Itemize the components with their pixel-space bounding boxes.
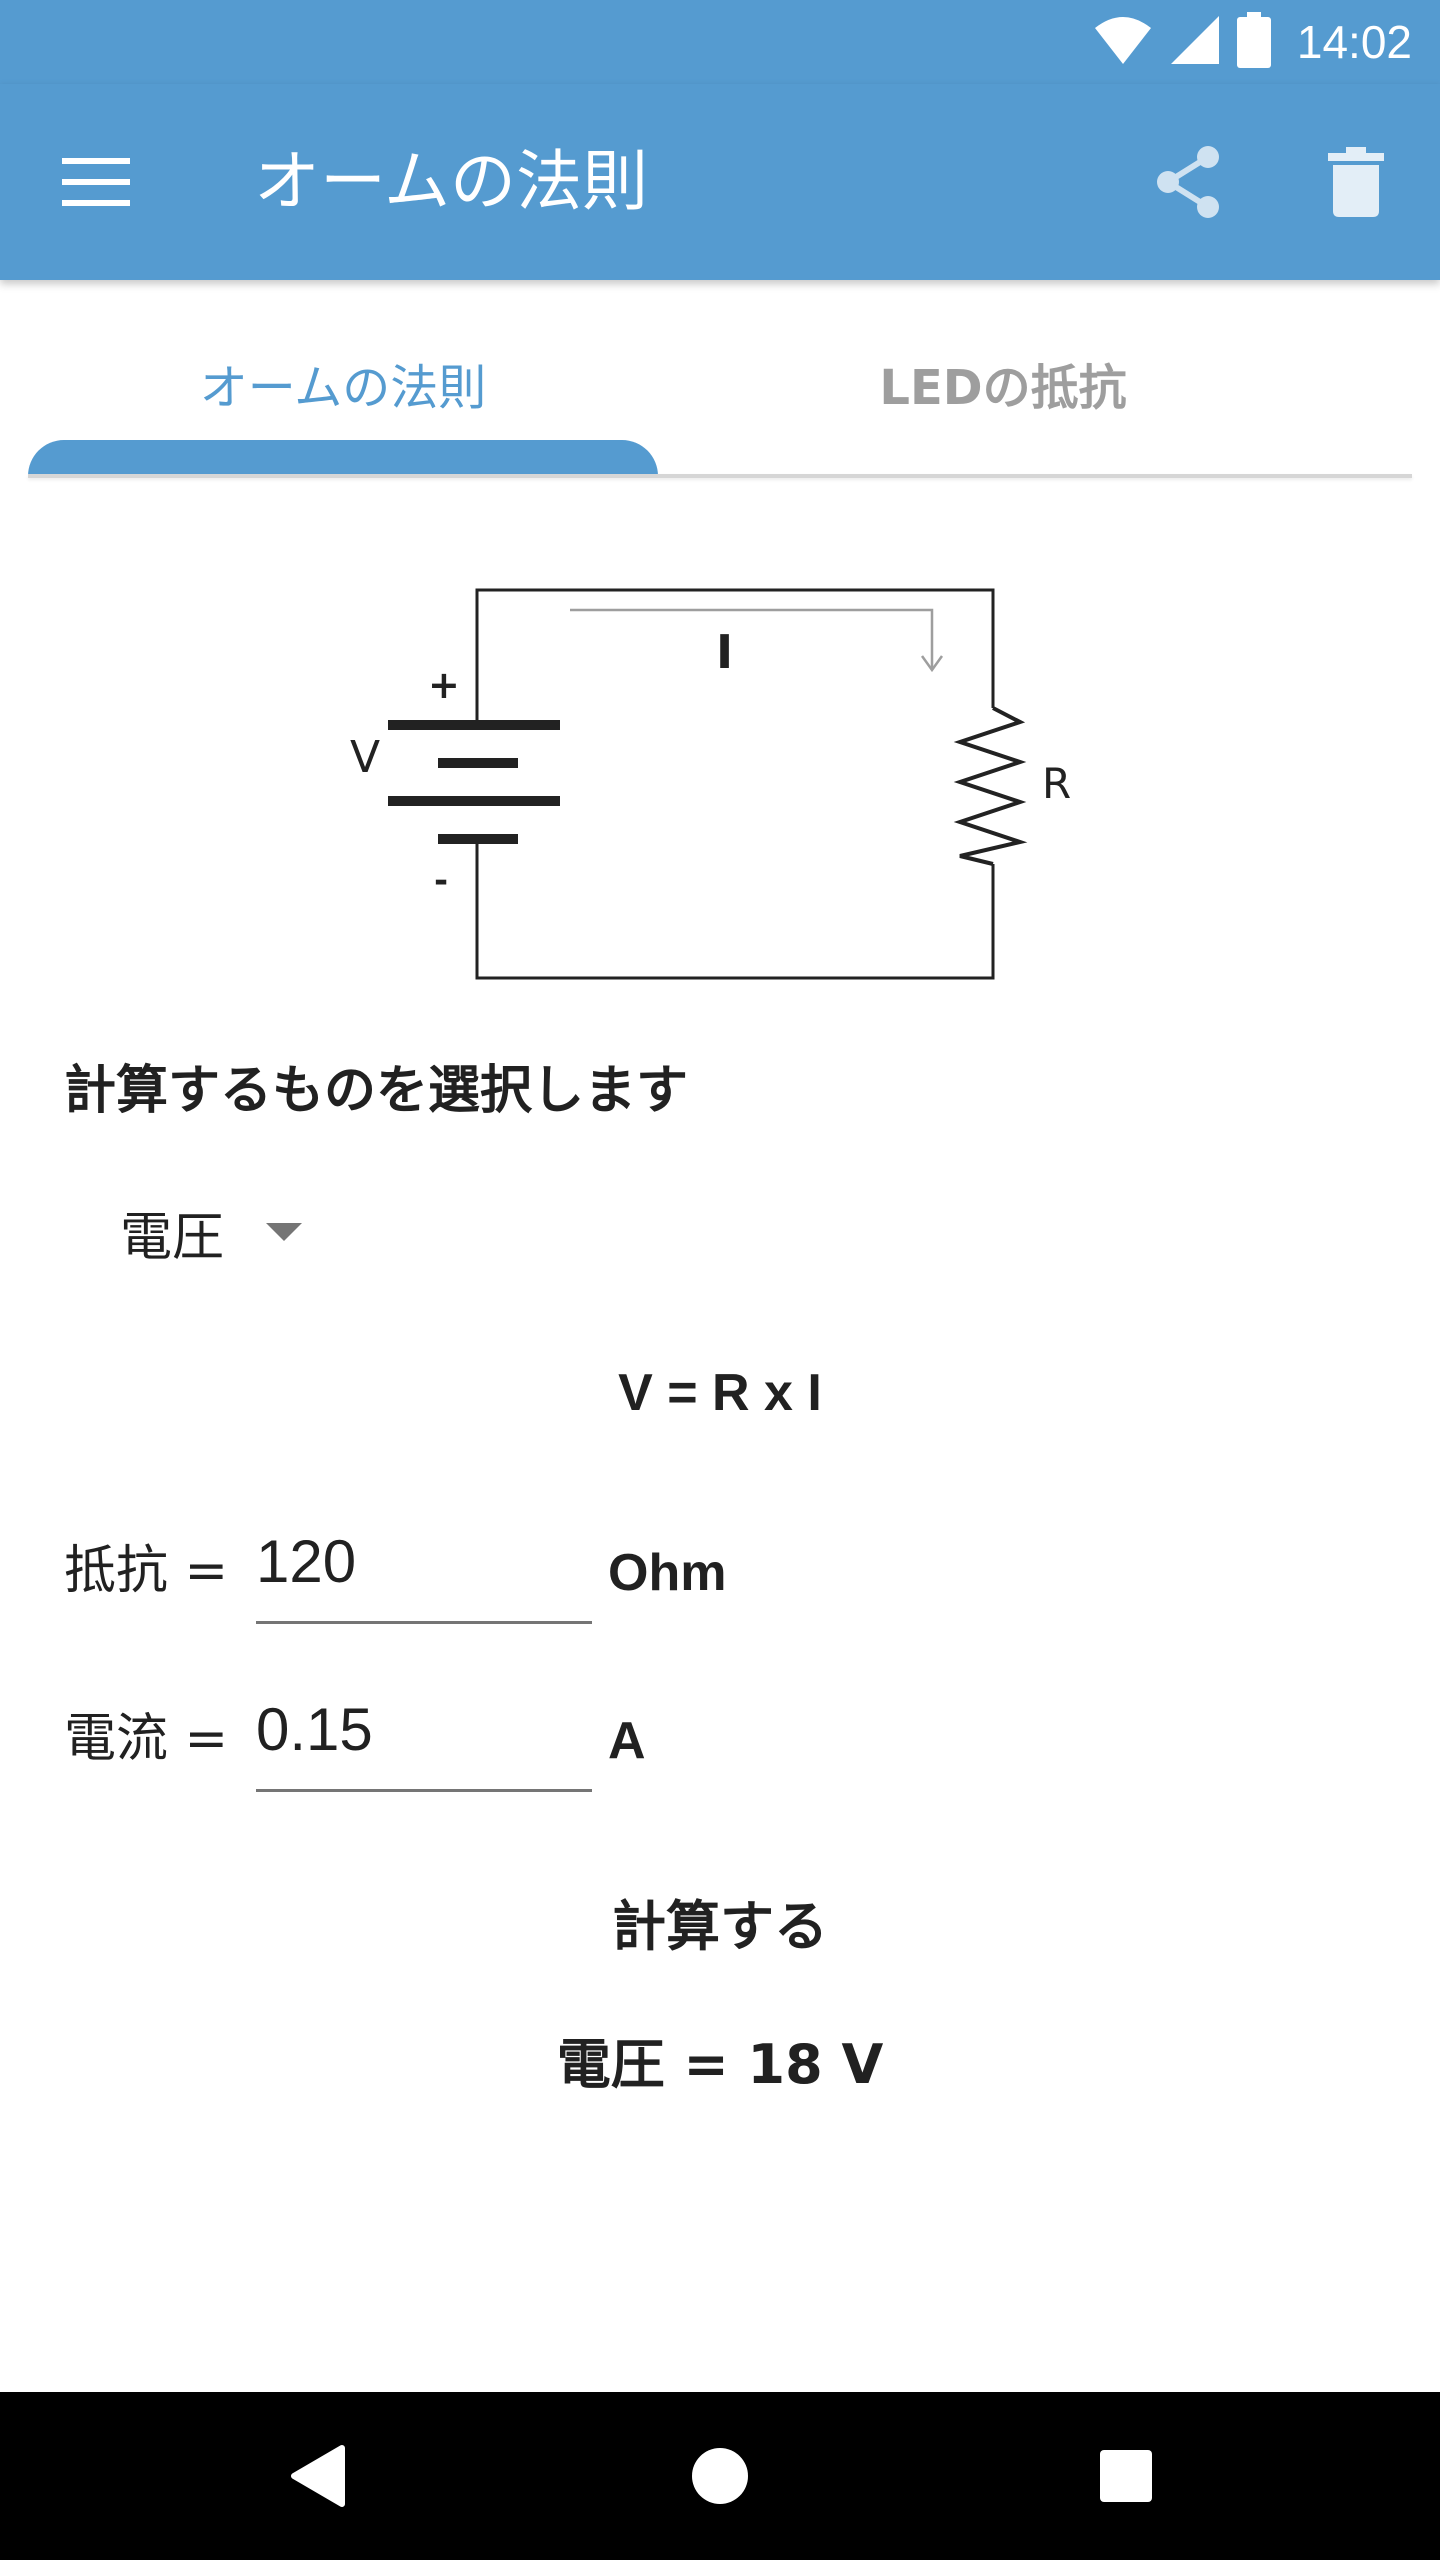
tab-bar: オームの法則 LEDの抵抗 xyxy=(28,318,1412,478)
current-label: 電流 = xyxy=(64,1709,229,1769)
resistance-row: 抵抗 = Ohm xyxy=(64,1520,1364,1630)
calculate-button[interactable]: 計算する xyxy=(520,1882,920,1972)
status-time: 14:02 xyxy=(1296,16,1412,68)
quantity-dropdown[interactable]: 電圧 xyxy=(98,1192,358,1272)
minus-label: - xyxy=(434,861,448,901)
tab-label: LEDの抵抗 xyxy=(879,360,1127,416)
menu-button[interactable] xyxy=(56,142,136,222)
tab-ohms-law[interactable]: オームの法則 xyxy=(28,318,658,468)
resistance-unit: Ohm xyxy=(608,1544,727,1602)
current-label: I xyxy=(716,625,733,679)
recents-icon xyxy=(1100,2450,1152,2502)
dropdown-arrow-icon xyxy=(266,1223,303,1241)
tab-divider xyxy=(28,474,1412,478)
recents-button[interactable] xyxy=(1076,2426,1176,2526)
share-button[interactable] xyxy=(1148,142,1228,222)
wifi-icon xyxy=(1093,14,1153,70)
resistance-input[interactable] xyxy=(256,1520,592,1624)
dropdown-value: 電圧 xyxy=(120,1207,225,1268)
select-prompt: 計算するものを選択します xyxy=(64,1061,689,1121)
cell-signal-icon xyxy=(1169,14,1221,70)
current-input[interactable] xyxy=(256,1688,592,1792)
status-icons: 14:02 xyxy=(1093,12,1412,72)
plus-label: + xyxy=(428,663,460,707)
resistor-label: R xyxy=(1042,759,1071,808)
home-button[interactable] xyxy=(670,2426,770,2526)
share-icon xyxy=(1157,146,1219,218)
home-icon xyxy=(692,2448,748,2504)
tab-indicator xyxy=(28,440,658,476)
resistance-label: 抵抗 = xyxy=(64,1541,229,1601)
battery-icon xyxy=(1236,12,1271,72)
navigation-bar xyxy=(0,2392,1440,2560)
menu-icon xyxy=(62,158,130,206)
status-bar: 14:02 xyxy=(0,0,1440,84)
formula-text: V = R x I xyxy=(618,1364,822,1422)
current-unit: A xyxy=(608,1712,646,1770)
result-text: 電圧 = 18 V xyxy=(556,2033,884,2096)
toolbar-title: オームの法則 xyxy=(254,143,649,220)
delete-icon xyxy=(1328,147,1384,217)
delete-button[interactable] xyxy=(1316,142,1396,222)
current-row: 電流 = A xyxy=(64,1688,1364,1798)
voltage-label: V xyxy=(350,732,380,783)
back-icon xyxy=(291,2445,345,2507)
tab-led-resistor[interactable]: LEDの抵抗 xyxy=(688,318,1318,468)
app-toolbar: オームの法則 xyxy=(0,84,1440,280)
back-button[interactable] xyxy=(268,2426,368,2526)
circuit-diagram: V + - I R xyxy=(350,588,1071,980)
tab-label: オームの法則 xyxy=(199,360,487,416)
